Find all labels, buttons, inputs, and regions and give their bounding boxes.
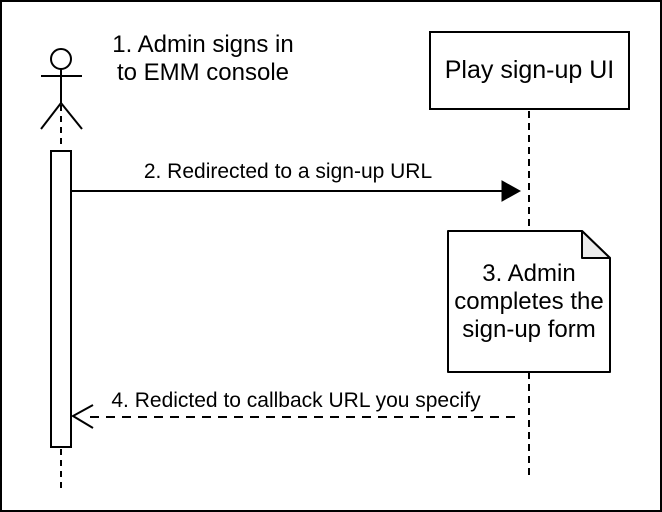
actor-label-line1: 1. Admin signs in bbox=[112, 31, 294, 58]
note-label: 3. Admin completes the sign-up form bbox=[454, 260, 603, 344]
participant-box: Play sign-up UI bbox=[429, 31, 630, 110]
actor-leg-right bbox=[60, 102, 83, 130]
note-body bbox=[447, 230, 611, 373]
open-arrowhead-icon bbox=[70, 404, 94, 429]
actor-label: 1. Admin signs in to EMM console bbox=[112, 31, 293, 87]
actor-head bbox=[50, 48, 72, 70]
message-4-label: 4. Redicted to callback URL you specify bbox=[111, 389, 481, 412]
filled-arrowhead-icon bbox=[501, 180, 522, 202]
message-2-arrow bbox=[72, 180, 522, 202]
note-fold-icon bbox=[581, 230, 611, 259]
message-4-arrow bbox=[70, 404, 519, 429]
actor-leg-left bbox=[40, 102, 62, 130]
actor-icon bbox=[40, 48, 83, 130]
note-label-line3: sign-up form bbox=[462, 316, 596, 343]
note-label-line1: 3. Admin bbox=[482, 260, 576, 287]
note-label-line2: completes the bbox=[454, 288, 604, 315]
activation-bar bbox=[50, 150, 72, 448]
note-shape bbox=[447, 230, 611, 373]
message-2-label: 2. Redirected to a sign-up URL bbox=[143, 160, 433, 183]
actor-label-line2: to EMM console bbox=[116, 59, 290, 86]
participant-label: Play sign-up UI bbox=[444, 56, 615, 84]
